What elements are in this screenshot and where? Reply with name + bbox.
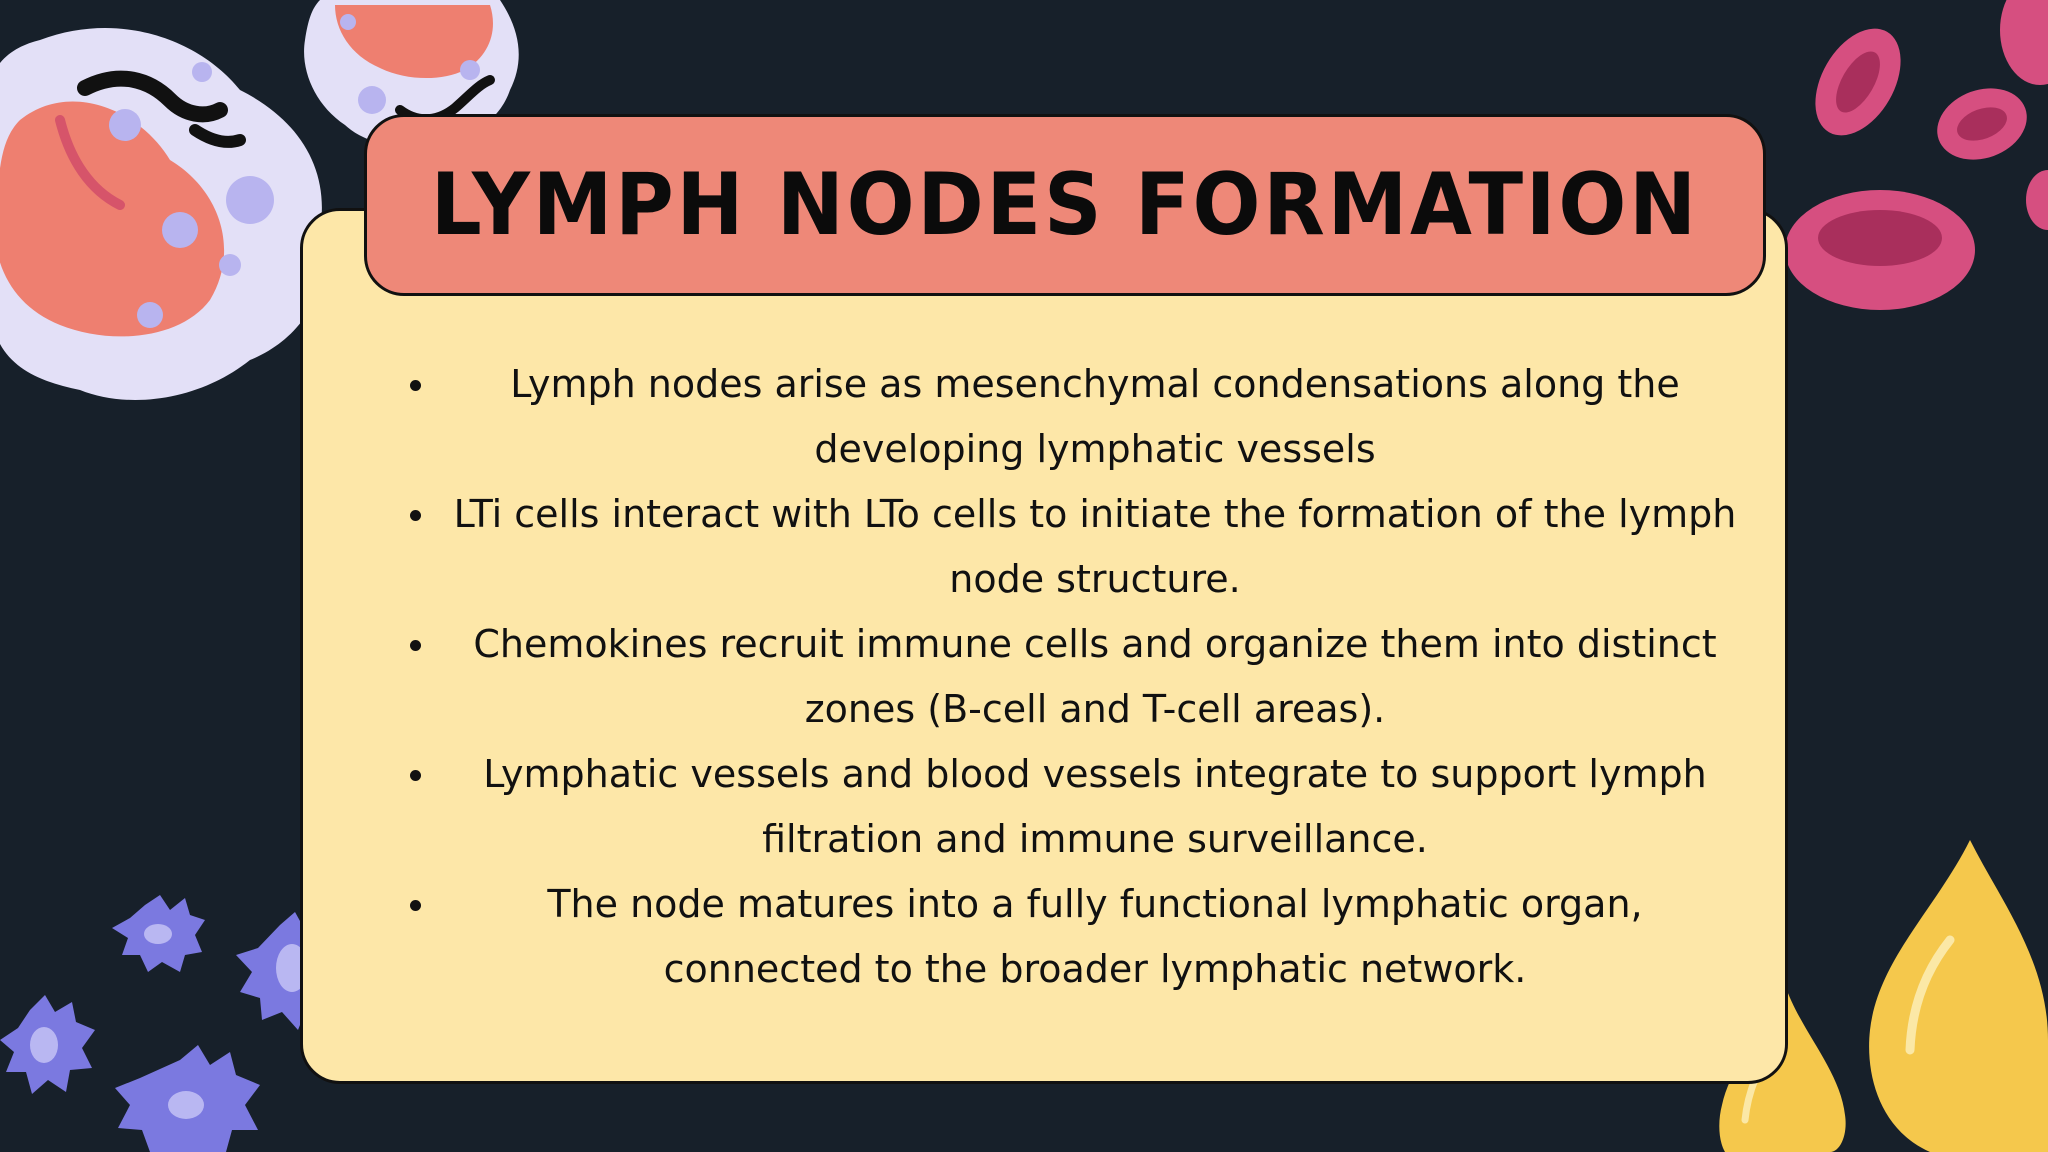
dendritic-cell-icon: [115, 1045, 260, 1152]
bullet-item: The node matures into a fully functional…: [398, 872, 1742, 1002]
white-blood-cell-icon: [0, 28, 324, 400]
content-card: [300, 208, 1788, 1084]
bullet-icon: [410, 770, 421, 781]
bullet-text: Lymphatic vessels and blood vessels inte…: [483, 752, 1707, 861]
bullet-icon: [410, 640, 421, 651]
bullet-icon: [410, 380, 421, 391]
lymph-drop-icon: [1869, 840, 2048, 1152]
bullet-item: LTi cells interact with LTo cells to ini…: [398, 482, 1742, 612]
bullet-list: Lymph nodes arise as mesenchymal condens…: [398, 352, 1742, 1002]
bullet-text: Chemokines recruit immune cells and orga…: [473, 622, 1717, 731]
title-banner: LYMPH NODES FORMATION: [364, 114, 1766, 296]
bullet-item: Chemokines recruit immune cells and orga…: [398, 612, 1742, 742]
red-blood-cell-icon: [1937, 88, 2027, 160]
page-title: LYMPH NODES FORMATION: [430, 155, 1700, 255]
red-blood-cell-icon: [2000, 0, 2048, 230]
bullet-item: Lymph nodes arise as mesenchymal condens…: [398, 352, 1742, 482]
bullet-icon: [410, 900, 421, 911]
bullet-text: Lymph nodes arise as mesenchymal condens…: [510, 362, 1680, 471]
red-blood-cell-icon: [1815, 28, 1901, 136]
bullet-text: LTi cells interact with LTo cells to ini…: [453, 492, 1737, 601]
bullet-item: Lymphatic vessels and blood vessels inte…: [398, 742, 1742, 872]
bullet-icon: [410, 510, 421, 521]
bullet-text: The node matures into a fully functional…: [547, 882, 1643, 991]
red-blood-cell-icon: [1785, 190, 1975, 310]
dendritic-cell-icon: [112, 895, 205, 972]
dendritic-cell-icon: [0, 995, 95, 1094]
white-blood-cell-icon: [304, 0, 519, 146]
